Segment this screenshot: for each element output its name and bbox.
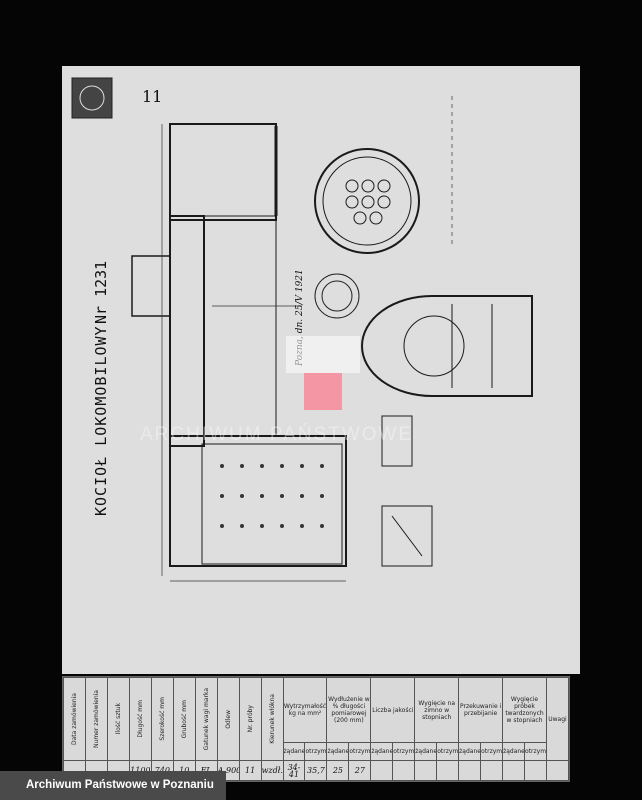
archive-caption-bar: Archiwum Państwowe w Poznaniu xyxy=(0,771,226,800)
boiler-body xyxy=(131,123,347,567)
drawing-title: KOCIOŁ LOKOMOBILOWY xyxy=(92,325,110,516)
archive-caption: Archiwum Państwowe w Poznaniu xyxy=(26,779,214,791)
form-data-cell xyxy=(502,760,526,781)
rivet-details xyxy=(381,415,433,567)
form-data-cell xyxy=(392,760,416,781)
form-header-cell: Szerokość mm xyxy=(150,676,174,762)
tube-plate-view xyxy=(314,148,420,254)
form-data-cell xyxy=(480,760,504,781)
form-data-cell xyxy=(545,760,570,781)
form-header-cell: Wygięcie na zimno w stopniach xyxy=(414,676,460,744)
form-data-cell xyxy=(436,760,460,781)
form-header-cell: Uwagi xyxy=(545,676,570,762)
form-header-label: Grubość mm xyxy=(180,699,188,739)
form-subheader-cell: żądane xyxy=(414,742,438,762)
form-data-cell xyxy=(458,760,482,781)
form-header-cell: Przekuwanie i przebijanie xyxy=(458,676,504,744)
form-header-label: Odlew xyxy=(224,709,232,729)
material-test-form: Data zamówienia Numer zamówienia Ilość s… xyxy=(62,676,570,782)
form-subheader-cell: żądane xyxy=(326,742,350,762)
form-data-cell: wzdł. xyxy=(260,760,284,781)
form-subheader-cell: żądane xyxy=(370,742,394,762)
form-subheader-cell: otrzymane xyxy=(480,742,504,762)
form-subheader-cell: otrzymane xyxy=(348,742,372,762)
form-header-cell: Numer zamówienia xyxy=(84,676,108,762)
form-subheader-cell: żądane xyxy=(458,742,482,762)
form-header-cell: Gatunek wagi marka xyxy=(194,676,218,762)
form-subheader-cell: otrzymane xyxy=(304,742,328,762)
watermark-logo xyxy=(286,336,360,410)
form-table: Data zamówienia Numer zamówienia Ilość s… xyxy=(63,676,570,781)
form-data-cell: 34-41 xyxy=(282,760,306,781)
firebox-section xyxy=(361,295,533,397)
form-data-cell: 35,7 xyxy=(304,760,328,781)
form-data-cell xyxy=(524,760,547,781)
form-header-cell: Kierunek włókna xyxy=(260,676,284,762)
boiler-drawing: KOCIOŁ LOKOMOBILOWY Nr 1231 11 Pozna, dn… xyxy=(62,66,580,674)
form-header-cell: Wytrzymałość kg na mm² xyxy=(282,676,328,744)
form-subheader-row: żądane otrzymane żądane otrzymane żądane… xyxy=(64,742,569,762)
form-subheader-cell: otrzymane xyxy=(436,742,460,762)
form-data-cell: 27 xyxy=(348,760,372,781)
dimension-lines xyxy=(161,96,453,582)
tube-pattern xyxy=(220,464,324,528)
form-header-label: Gatunek wagi marka xyxy=(202,687,210,751)
form-data-cell: 25 xyxy=(326,760,350,781)
form-data-cell: 11 xyxy=(238,760,262,781)
form-header-cell: Data zamówienia xyxy=(63,676,86,762)
form-header-cell: Liczba jakości xyxy=(370,676,416,744)
form-header-cell: Nr. próby xyxy=(238,676,262,762)
form-header-label: Długość mm xyxy=(136,700,144,738)
form-header-cell: Grubość mm xyxy=(172,676,196,762)
form-subheader-cell: otrzymane xyxy=(392,742,416,762)
form-header-cell: Wydłużenie w % długości pomiarowej (200 … xyxy=(326,676,372,744)
form-data-cell xyxy=(370,760,394,781)
form-header-cell: Ilość sztuk xyxy=(106,676,130,762)
approval-stamp-text: Pozna, dn. 25/V 1921 xyxy=(295,269,305,367)
office-stamp xyxy=(314,273,360,319)
form-header-cell: Długość mm xyxy=(128,676,152,762)
form-header-label: Nr. próby xyxy=(246,705,254,733)
form-header-label: Szerokość mm xyxy=(158,697,166,741)
corner-stamp xyxy=(71,77,113,119)
form-header-cell: Wygięcie próbek twardzonych w stopniach xyxy=(502,676,547,744)
form-subheader-cell: otrzymane xyxy=(524,742,547,762)
form-subheader-cell: żądane xyxy=(282,742,306,762)
form-subheader-cell: żądane xyxy=(502,742,526,762)
form-header-row: Data zamówienia Numer zamówienia Ilość s… xyxy=(63,676,570,762)
form-header-label: Ilość sztuk xyxy=(114,703,122,735)
form-header-label: Kierunek włókna xyxy=(268,694,276,744)
form-data-cell xyxy=(414,760,438,781)
form-header-label: Numer zamówienia xyxy=(92,690,100,749)
watermark-text: ARCHIWUM PAŃSTWOWE xyxy=(140,424,414,445)
form-header-label: Data zamówienia xyxy=(70,693,78,746)
corner-mark: 11 xyxy=(142,87,162,106)
drawing-number: Nr 1231 xyxy=(92,261,110,324)
form-header-cell: Odlew xyxy=(216,676,240,762)
